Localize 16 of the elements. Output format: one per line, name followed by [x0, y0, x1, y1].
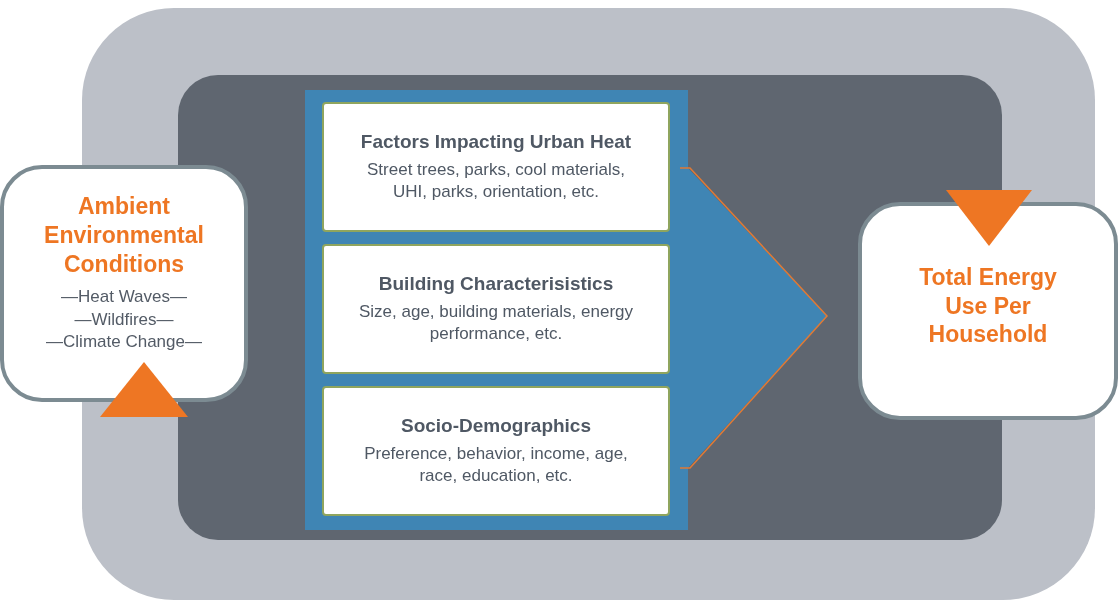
card-description: Preference, behavior, income, age, race, education, etc. [363, 442, 629, 487]
card-description: Size, age, building materials, energy performance, etc. [357, 300, 634, 345]
output-box [858, 202, 1118, 420]
factor-card [322, 102, 670, 232]
card-description: Street trees, parks, cool materials, UHI, parks, orientation, etc. [366, 158, 626, 203]
card-heading: Factors Impacting Urban Heat [360, 130, 632, 153]
box-heading: Ambient Environmental Conditions [43, 192, 205, 279]
factor-card [322, 386, 670, 516]
box-heading: Total Energy Use Per Household [918, 262, 1058, 350]
list-item: —Climate Change— [46, 330, 202, 353]
input-box [0, 165, 248, 402]
card-heading: Socio-Demographics [400, 414, 591, 437]
list-item: —Heat Waves— [61, 286, 187, 309]
factor-card [322, 244, 670, 374]
list-item: —Wildfires— [74, 308, 174, 331]
card-heading: Building Characterisistics [378, 272, 614, 295]
